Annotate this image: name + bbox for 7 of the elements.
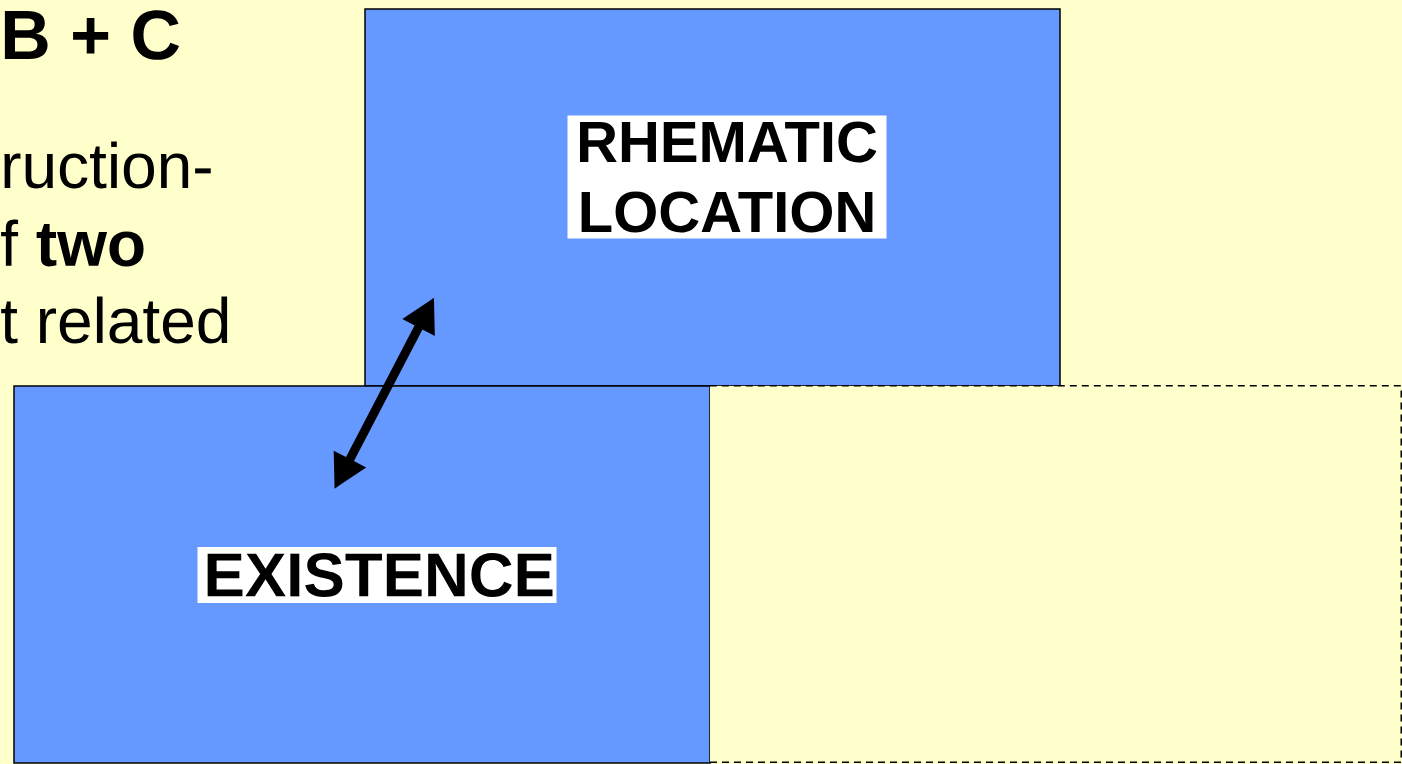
text-box: RHEMATIC LOCATION bbox=[364, 8, 1061, 387]
body-text: ruction- bbox=[4, 141, 211, 189]
dashed-box bbox=[709, 385, 1402, 763]
body-text: f two bbox=[1, 219, 144, 267]
body-text: t related bbox=[1, 296, 228, 344]
heading: B + C bbox=[4, 10, 180, 60]
text-box: EXISTENCE bbox=[13, 385, 711, 764]
